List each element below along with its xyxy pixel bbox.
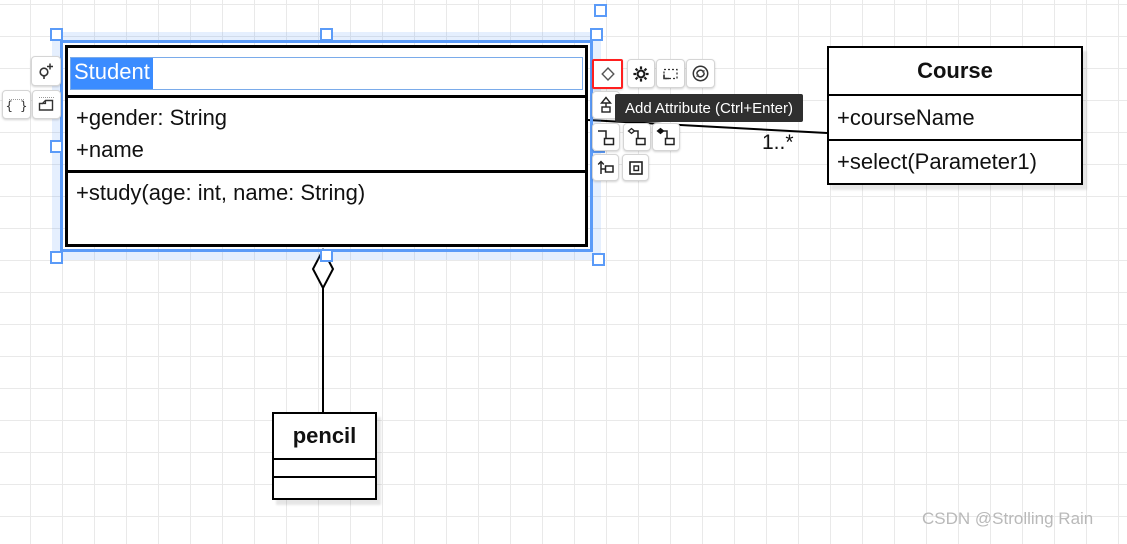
gear-icon [633, 65, 649, 82]
class-title[interactable]: pencil [292, 423, 357, 448]
operation-row[interactable]: +select(Parameter1) [837, 149, 1037, 174]
association-button[interactable] [592, 123, 620, 151]
nested-rect-icon [628, 160, 643, 175]
document-icon [38, 97, 55, 112]
resize-handle-top-right[interactable] [590, 28, 603, 41]
compartment-divider [274, 458, 375, 460]
compartment-divider [274, 476, 375, 478]
multiplicity-label[interactable]: 1..* [762, 131, 794, 154]
compartment-divider [68, 170, 585, 173]
association-icon [598, 130, 615, 146]
aggregation-icon [627, 127, 646, 146]
diamond-icon [600, 66, 615, 82]
dashed-rect-icon [663, 68, 678, 79]
compartment-divider [68, 95, 585, 98]
compartment-divider [829, 139, 1081, 141]
resize-handle-bottom-left[interactable] [50, 251, 63, 264]
class-student-box[interactable]: Student +gender: String +name +study(age… [65, 45, 588, 247]
braces-icon: { } [5, 98, 28, 113]
edit-group-button[interactable] [656, 59, 685, 88]
aggregation-button[interactable] [623, 123, 651, 151]
association-edge-student-course[interactable] [587, 119, 828, 134]
class-title[interactable]: Course [917, 58, 993, 83]
student-operations[interactable]: +study(age: int, name: String) [68, 173, 585, 244]
connection-point-add-button[interactable] [31, 56, 61, 86]
resize-handle-middle-left[interactable] [50, 139, 63, 153]
pin-plus-icon [39, 63, 53, 79]
add-attribute-button[interactable] [592, 59, 623, 89]
edit-style-button[interactable]: { } [2, 90, 31, 119]
edge-endpoint-handle[interactable] [594, 4, 607, 17]
class-course[interactable]: Course +courseName +select(Parameter1) [827, 46, 1083, 185]
resize-handle-top-center[interactable] [320, 28, 333, 41]
settings-button[interactable] [627, 59, 655, 88]
student-attributes[interactable]: +gender: String +name [68, 98, 585, 170]
connect-child-icon [597, 160, 614, 174]
watermark: CSDN @Strolling Rain [922, 509, 1094, 528]
container-button[interactable] [622, 154, 649, 181]
attribute-row[interactable]: +name [76, 137, 144, 162]
class-name-selected-text[interactable]: Student [71, 58, 153, 89]
class-student[interactable]: Student +gender: String +name +study(age… [50, 28, 605, 266]
generalization-icon [600, 96, 612, 113]
composition-icon [656, 127, 675, 146]
class-pencil[interactable]: pencil [272, 412, 377, 500]
attribute-row[interactable]: +gender: String [76, 105, 228, 130]
compartment-divider [829, 94, 1081, 96]
operation-row[interactable]: +study(age: int, name: String) [76, 180, 366, 205]
tooltip: Add Attribute (Ctrl+Enter) [615, 94, 803, 122]
empty-operations-compartment[interactable] [274, 478, 375, 498]
class-name-editor[interactable]: Student [70, 57, 583, 90]
circular-arrows-icon [692, 65, 709, 82]
empty-attributes-compartment[interactable] [274, 460, 375, 476]
resize-handle-bottom-center[interactable] [320, 249, 333, 262]
replace-shape-button[interactable] [686, 59, 715, 88]
resize-handle-top-left[interactable] [50, 28, 63, 41]
attribute-row[interactable]: +courseName [837, 104, 975, 130]
copy-style-button[interactable] [32, 90, 61, 119]
resize-handle-bottom-right[interactable] [592, 253, 605, 266]
composition-button[interactable] [652, 123, 680, 151]
connect-child-button[interactable] [592, 154, 619, 181]
